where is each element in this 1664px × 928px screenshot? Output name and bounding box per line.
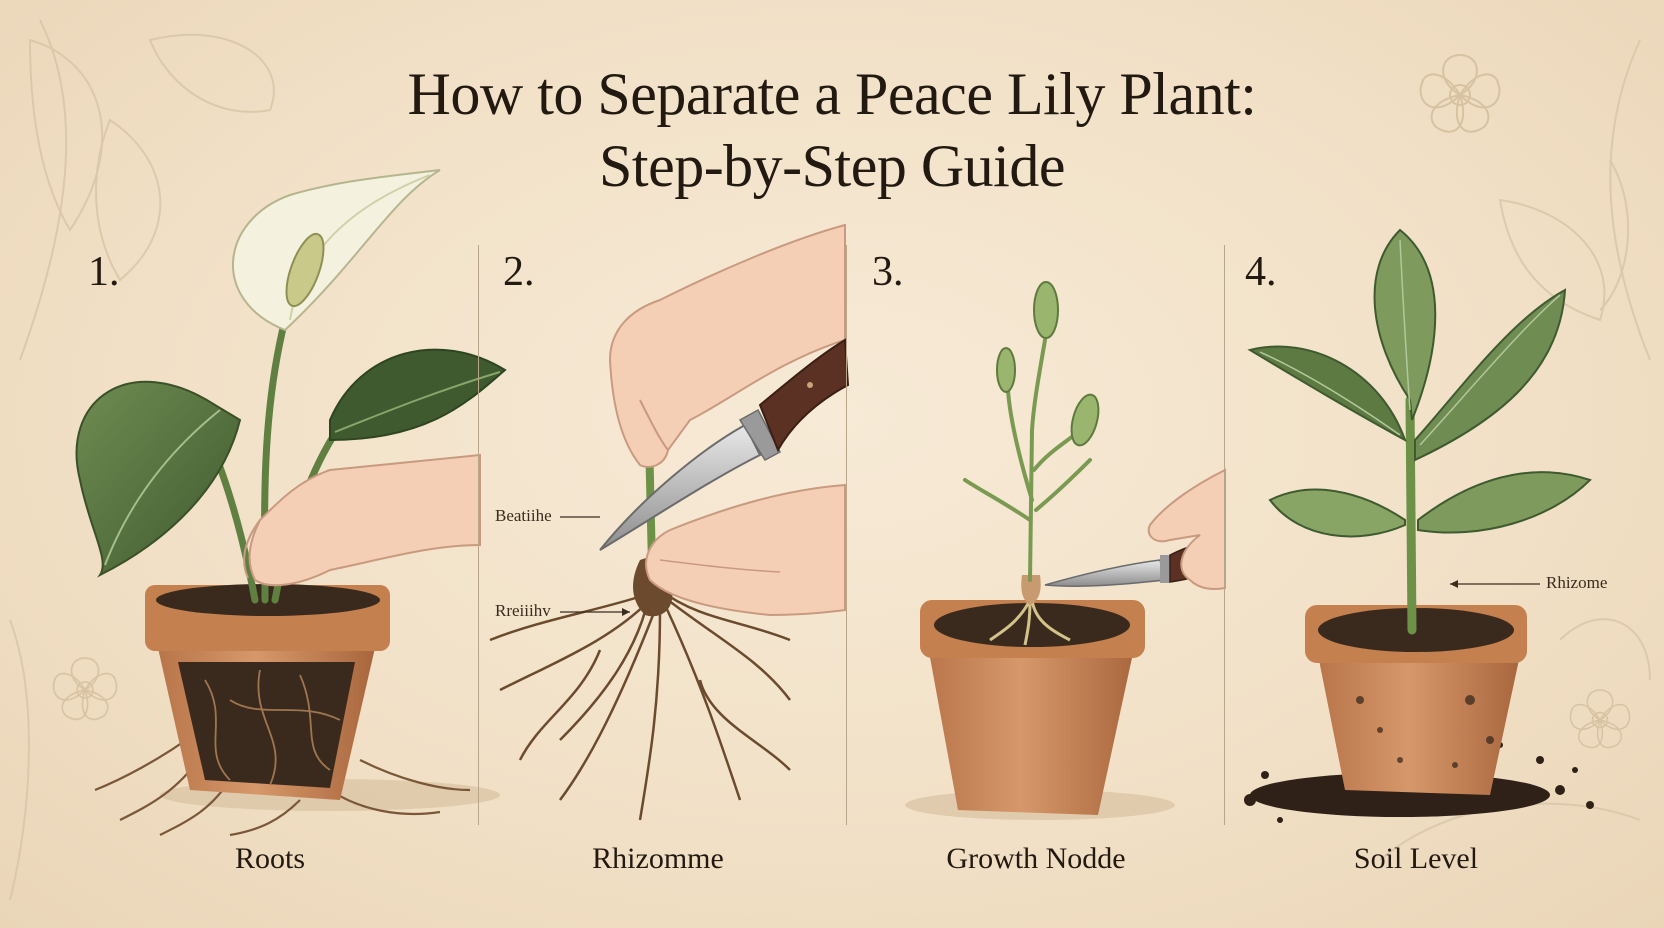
- hand-icon: [243, 453, 481, 587]
- hand-icon: [645, 483, 846, 617]
- page-title: How to Separate a Peace Lily Plant: Step…: [0, 58, 1664, 202]
- step-number: 3.: [872, 249, 904, 295]
- callout-label: Rreiiihv: [495, 601, 551, 620]
- step-caption: Rhizomme: [592, 842, 724, 875]
- peace-lily-flower-icon: [232, 169, 441, 332]
- step-number: 1.: [88, 249, 120, 295]
- callout-label: Beatiihe: [495, 506, 552, 525]
- step-4-illustration: [1244, 228, 1594, 823]
- step-caption: Soil Level: [1353, 842, 1479, 875]
- title-line-1: How to Separate a Peace Lily Plant:: [407, 61, 1257, 127]
- hand-icon: [1147, 468, 1226, 590]
- step-caption: Growth Nodde: [946, 842, 1126, 875]
- title-line-2: Step-by-Step Guide: [599, 133, 1065, 199]
- step-number: 4.: [1245, 249, 1277, 295]
- hand-icon: [608, 223, 846, 468]
- roots-icon: [489, 588, 791, 821]
- callout-label: Rhizome: [1546, 573, 1608, 592]
- background-flower-icon: [52, 53, 1631, 749]
- pot-icon: [1318, 655, 1520, 795]
- bud-icon: [996, 281, 1100, 447]
- panel-divider: [1224, 245, 1225, 825]
- step-2-illustration: [489, 223, 850, 821]
- step-3-illustration: [905, 281, 1226, 820]
- step-number: 2.: [503, 249, 535, 295]
- knife-icon: [599, 338, 850, 551]
- panel-divider: [478, 245, 479, 825]
- step-caption: Roots: [234, 842, 306, 875]
- panel-divider: [846, 245, 847, 825]
- step-1-illustration: [75, 169, 507, 837]
- pot-icon: [925, 630, 1138, 815]
